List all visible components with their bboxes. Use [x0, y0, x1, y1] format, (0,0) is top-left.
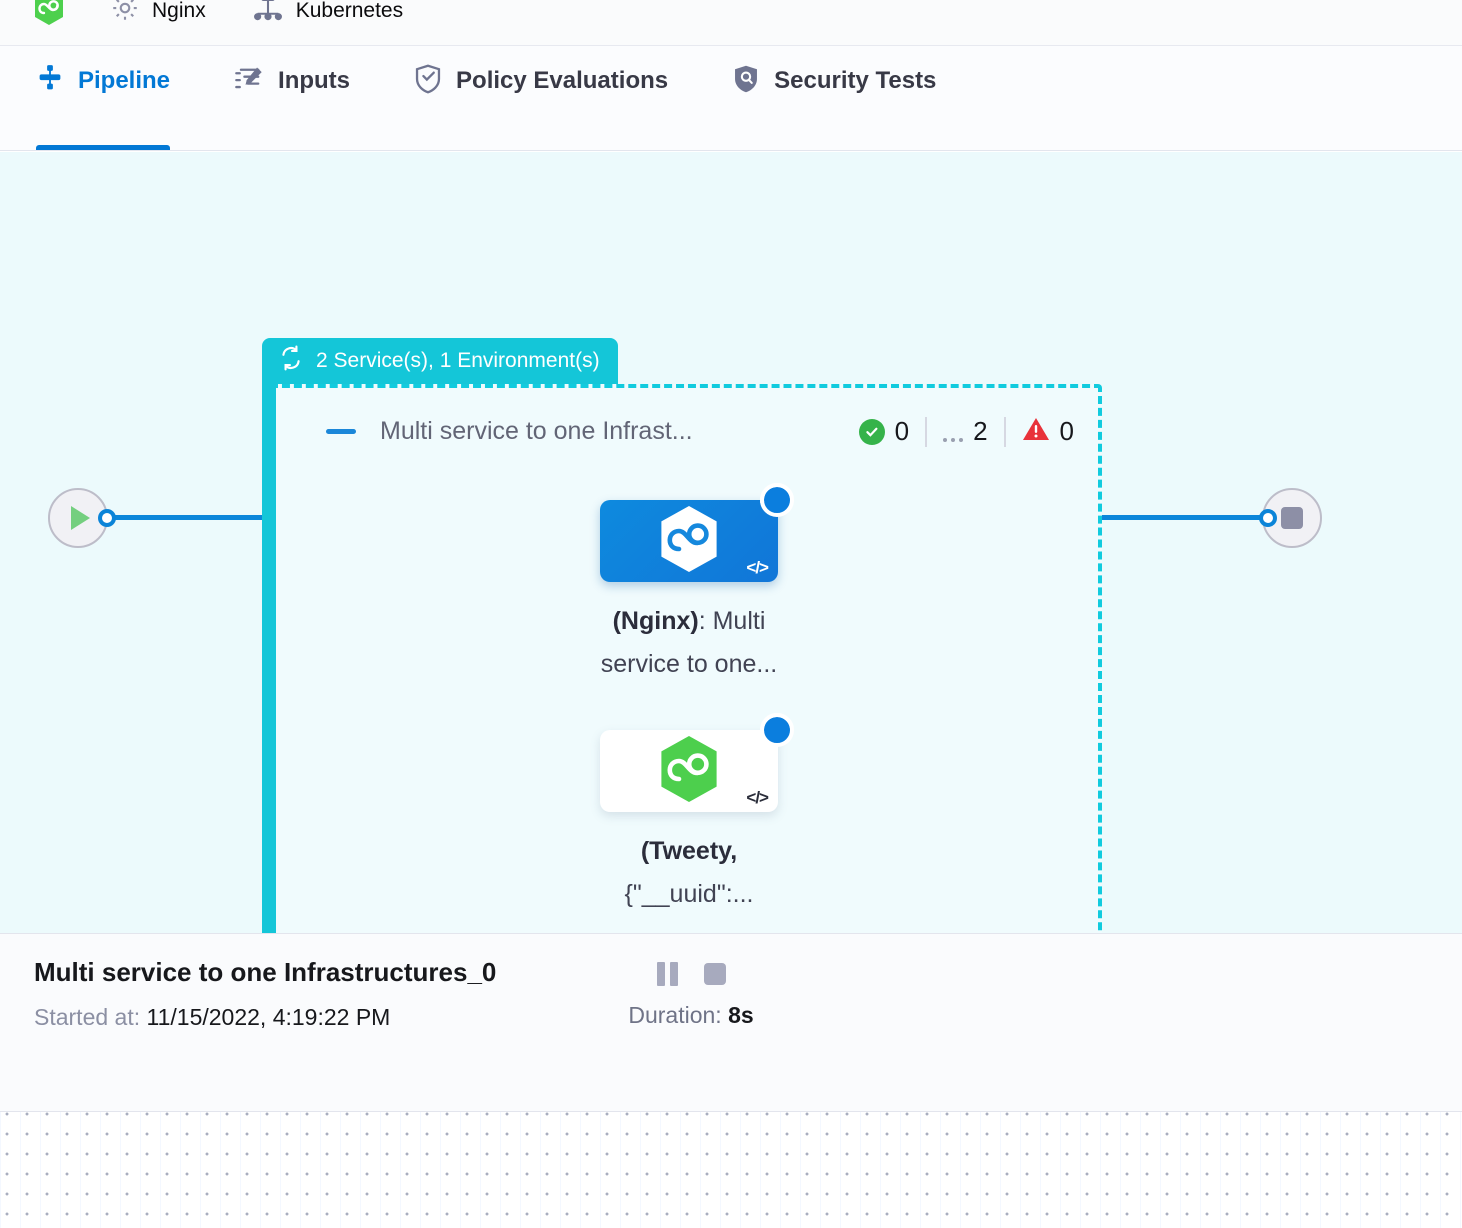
counter-success-value: 0	[894, 416, 910, 446]
pipeline-canvas[interactable]: 2 Service(s), 1 Environment(s) Multi ser…	[0, 152, 1462, 933]
node-nginx-label-bold: (Nginx)	[612, 607, 699, 635]
stage-group-badge[interactable]: 2 Service(s), 1 Environment(s)	[262, 338, 618, 384]
code-icon: </>	[746, 558, 769, 577]
warning-triangle-icon	[1022, 416, 1050, 447]
breadcrumb-item-nginx[interactable]: Nginx	[110, 0, 206, 40]
detail-duration: Duration: 8s	[616, 1002, 766, 1029]
detail-duration-block: Duration: 8s	[616, 960, 766, 1029]
node-nginx[interactable]: </> (Nginx): Multi service to one...	[600, 483, 804, 686]
detail-heading-block: Multi service to one Infrastructures_0 S…	[34, 957, 496, 1031]
node-nginx-label-rest: : Multi service to one...	[600, 607, 778, 678]
check-circle-icon	[858, 418, 885, 445]
breadcrumb-item-kubernetes[interactable]: Kubernetes	[252, 0, 403, 40]
node-nginx-label: (Nginx): Multi service to one...	[574, 600, 804, 686]
counter-divider-2	[1003, 416, 1006, 447]
breadcrumb: Nginx Kubernetes	[0, 0, 1462, 46]
tab-pipeline[interactable]: Pipeline	[36, 46, 196, 150]
node-tweety-card[interactable]: </>	[600, 713, 794, 812]
counter-failed: 0	[1006, 416, 1074, 447]
collapse-toggle-icon[interactable]	[326, 429, 356, 434]
policy-shield-check-icon	[414, 64, 442, 99]
stage-group-box	[270, 384, 1102, 933]
breadcrumb-label-nginx: Nginx	[152, 0, 206, 22]
stage-group-title: Multi service to one Infrast...	[380, 417, 693, 445]
start-node-port	[98, 509, 116, 527]
breadcrumb-item-logo[interactable]	[34, 0, 64, 42]
tab-label-security-tests: Security Tests	[774, 67, 937, 94]
status-running-icon	[760, 713, 794, 747]
kubernetes-icon	[252, 0, 284, 28]
execution-controls	[616, 960, 766, 988]
dotted-grid-background	[0, 1112, 1462, 1228]
node-tweety[interactable]: </> (Tweety, {"__uuid":...	[600, 713, 804, 916]
detail-duration-value: 8s	[728, 1002, 754, 1028]
tab-label-pipeline: Pipeline	[78, 67, 171, 94]
inputs-icon	[234, 65, 264, 98]
play-icon	[71, 506, 90, 530]
stage-group-rail	[262, 378, 276, 933]
edge-start-to-group	[112, 515, 264, 520]
execution-detail-panel: Multi service to one Infrastructures_0 S…	[0, 933, 1462, 1112]
harness-hexagon-logo-green-icon	[658, 735, 720, 808]
edge-group-to-end	[1100, 515, 1264, 520]
stage-group-header: Multi service to one Infrast... 0 2	[270, 416, 1102, 447]
counter-running: 2	[927, 416, 1003, 447]
tab-label-policy-evaluations: Policy Evaluations	[456, 67, 669, 94]
node-nginx-card[interactable]: </>	[600, 483, 794, 582]
harness-hexagon-logo-white-icon	[658, 505, 720, 578]
gear-icon	[110, 0, 140, 28]
stop-icon[interactable]	[703, 963, 726, 985]
stage-group-badge-label: 2 Service(s), 1 Environment(s)	[316, 349, 600, 372]
ellipsis-icon	[943, 419, 964, 445]
status-running-icon	[760, 483, 794, 517]
node-tweety-label-rest: {"__uuid":...	[624, 880, 754, 908]
detail-started-value: 11/15/2022, 4:19:22 PM	[146, 1004, 391, 1030]
harness-hexagon-logo-icon	[34, 0, 64, 30]
end-node-port	[1259, 509, 1277, 527]
stop-icon	[1281, 507, 1303, 529]
counter-running-value: 2	[973, 416, 988, 446]
tab-label-inputs: Inputs	[278, 67, 351, 94]
tab-bar: Pipeline Inputs Policy Evaluations	[0, 46, 1462, 151]
detail-started-at: Started at: 11/15/2022, 4:19:22 PM	[34, 1004, 496, 1031]
end-node[interactable]	[1262, 488, 1322, 548]
status-counters: 0 2	[858, 416, 1074, 447]
tab-policy-evaluations[interactable]: Policy Evaluations	[414, 46, 694, 150]
counter-divider-1	[925, 416, 928, 447]
node-tweety-label: (Tweety, {"__uuid":...	[574, 830, 804, 916]
breadcrumb-label-kubernetes: Kubernetes	[295, 0, 404, 22]
loop-repeat-icon	[278, 345, 304, 377]
detail-duration-label: Duration:	[628, 1002, 722, 1028]
node-tweety-label-bold: (Tweety,	[640, 837, 738, 865]
pause-icon[interactable]	[656, 962, 678, 986]
tab-security-tests[interactable]: Security Tests	[732, 46, 962, 150]
detail-title: Multi service to one Infrastructures_0	[34, 957, 497, 987]
counter-failed-value: 0	[1059, 416, 1074, 446]
pipeline-icon	[36, 64, 64, 99]
code-icon: </>	[746, 788, 769, 807]
tab-inputs[interactable]: Inputs	[234, 46, 376, 150]
detail-started-label: Started at:	[34, 1004, 141, 1030]
security-shield-search-icon	[732, 64, 760, 99]
counter-success: 0	[858, 416, 925, 447]
